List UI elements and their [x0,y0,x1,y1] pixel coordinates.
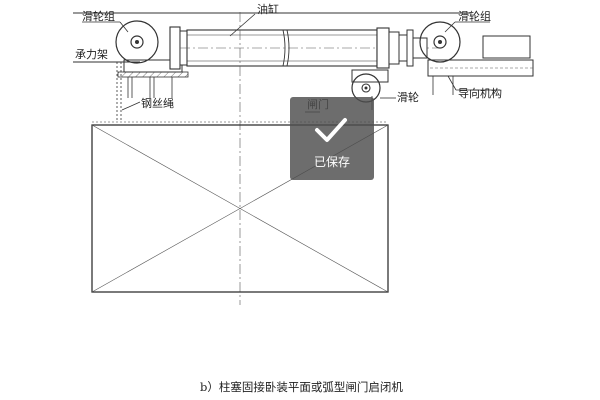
label-support-frame: 承力架 [75,48,108,61]
label-guide-mechanism: 导向机构 [458,86,502,100]
right-pulley-group [419,21,534,95]
label-pulley-group-right: 滑轮组 [458,9,491,23]
saved-toast: 已保存 [290,97,374,180]
checkmark-icon [315,118,347,142]
label-pulley-group-left: 滑轮组 [82,9,115,23]
label-wire-rope: 钢丝绳 [141,96,174,110]
oil-cylinder [169,26,440,70]
figure-caption: b）柱塞固接卧装平面或弧型闸门启闭机 [200,380,403,394]
label-pulley: 滑轮 [397,90,419,104]
saved-status-text: 已保存 [314,155,350,169]
left-pulley-group [115,20,189,98]
label-oil-cylinder: 油缸 [257,2,279,16]
